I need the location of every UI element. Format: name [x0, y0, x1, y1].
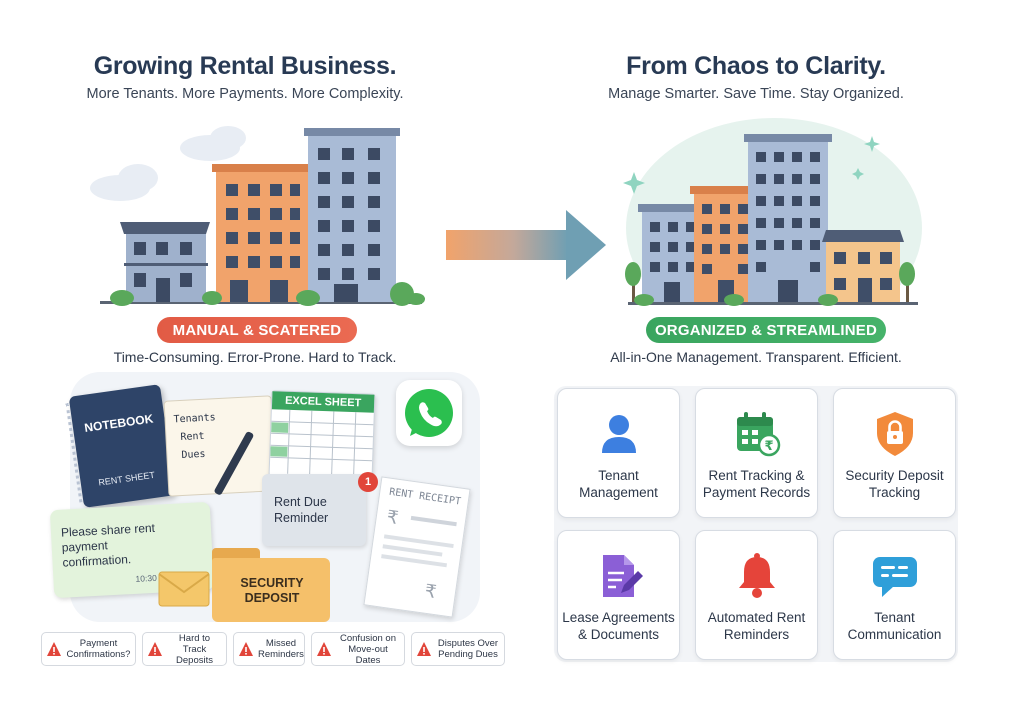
manual-scattered-badge: MANUAL & SCATERED	[157, 317, 357, 343]
receipt-label: RENT RECEIPT	[388, 486, 462, 508]
whatsapp-icon	[396, 380, 462, 446]
feature-card-rent-tracking[interactable]: ₹ Rent Tracking & Payment Records	[695, 388, 818, 518]
rupee-icon: ₹	[385, 506, 400, 529]
notepad: Tenants Rent Dues	[163, 395, 277, 497]
right-title: From Chaos to Clarity.	[626, 52, 886, 80]
issue-chip: Hard to Track Deposits	[142, 632, 227, 666]
bell-icon	[739, 553, 775, 598]
notepad-line: Rent	[180, 430, 205, 444]
rent-due-reminder-card: Rent Due Reminder	[262, 474, 366, 546]
feature-card-tenant-communication[interactable]: Tenant Communication	[833, 530, 956, 660]
issue-chip: Confusion on Move-out Dates	[311, 632, 405, 666]
document-pen-icon	[603, 555, 643, 597]
envelope-icon	[158, 571, 210, 607]
notepad-line: Dues	[181, 448, 206, 462]
feature-card-lease-agreements[interactable]: Lease Agreements & Documents	[557, 530, 680, 660]
transition-arrow-icon	[446, 210, 606, 280]
feature-card-tenant-management[interactable]: Tenant Management	[557, 388, 680, 518]
warning-icon	[47, 642, 61, 656]
right-description: All-in-One Management. Transparent. Effi…	[610, 349, 902, 365]
warning-icon	[317, 642, 331, 656]
security-deposit-folder: SECURITY DEPOSIT	[212, 548, 330, 622]
city-buildings-illustration	[90, 126, 425, 306]
feature-label: Tenant Management	[579, 468, 658, 500]
warning-icon	[417, 642, 431, 656]
notification-badge: 1	[358, 472, 378, 492]
issue-label: Hard to Track Deposits	[176, 632, 213, 666]
feature-label: Lease Agreements & Documents	[562, 610, 675, 642]
feature-card-security-deposit[interactable]: Security Deposit Tracking	[833, 388, 956, 518]
issue-label: Missed Reminders	[258, 638, 304, 660]
notebook-title: NOTEBOOK	[83, 411, 155, 435]
folder-label: SECURITY DEPOSIT	[240, 576, 304, 605]
organized-city-illustration	[614, 118, 926, 310]
rent-receipt: RENT RECEIPT ₹ ₹	[363, 476, 471, 618]
rupee-icon: ₹	[423, 580, 438, 603]
left-description: Time-Consuming. Error-Prone. Hard to Tra…	[113, 349, 397, 365]
chat-icon	[873, 557, 917, 597]
excel-sheet: EXCEL SHEET	[268, 390, 376, 480]
left-title: Growing Rental Business.	[93, 52, 397, 80]
notebook: NOTEBOOK RENT SHEET	[65, 384, 176, 508]
issue-label: Confusion on Move-out Dates	[340, 632, 396, 666]
calendar-rupee-icon: ₹	[737, 412, 781, 457]
warning-icon	[239, 642, 253, 656]
left-subtitle: More Tenants. More Payments. More Comple…	[86, 86, 404, 102]
shield-lock-icon	[877, 412, 913, 456]
spreadsheet-grid-icon	[270, 409, 374, 477]
issue-chip: Missed Reminders	[233, 632, 305, 666]
right-subtitle: Manage Smarter. Save Time. Stay Organize…	[608, 86, 904, 102]
notepad-line: Tenants	[173, 412, 216, 426]
svg-text:₹: ₹	[764, 439, 773, 454]
chaos-collage: NOTEBOOK RENT SHEET Tenants Rent Dues EX…	[40, 372, 490, 626]
feature-label: Security Deposit Tracking	[845, 468, 944, 500]
issue-label: Disputes Over Pending Dues	[437, 638, 499, 660]
feature-label: Rent Tracking & Payment Records	[702, 468, 811, 500]
issue-chip: Disputes Over Pending Dues	[411, 632, 505, 666]
rent-due-reminder-text: Rent Due Reminder	[274, 495, 329, 525]
issue-label: Payment Confirmations?	[66, 638, 131, 660]
user-icon	[602, 415, 636, 453]
warning-icon	[148, 642, 162, 656]
pen-icon	[213, 430, 255, 496]
issue-chip: Payment Confirmations?	[41, 632, 136, 666]
message-text: Please share rent payment confirmation.	[60, 520, 156, 570]
feature-label: Tenant Communication	[847, 610, 942, 642]
organized-streamlined-badge: ORGANIZED & STREAMLINED	[646, 317, 886, 343]
feature-label: Automated Rent Reminders	[707, 610, 806, 642]
feature-card-automated-reminders[interactable]: Automated Rent Reminders	[695, 530, 818, 660]
notebook-subtitle: RENT SHEET	[97, 469, 156, 488]
